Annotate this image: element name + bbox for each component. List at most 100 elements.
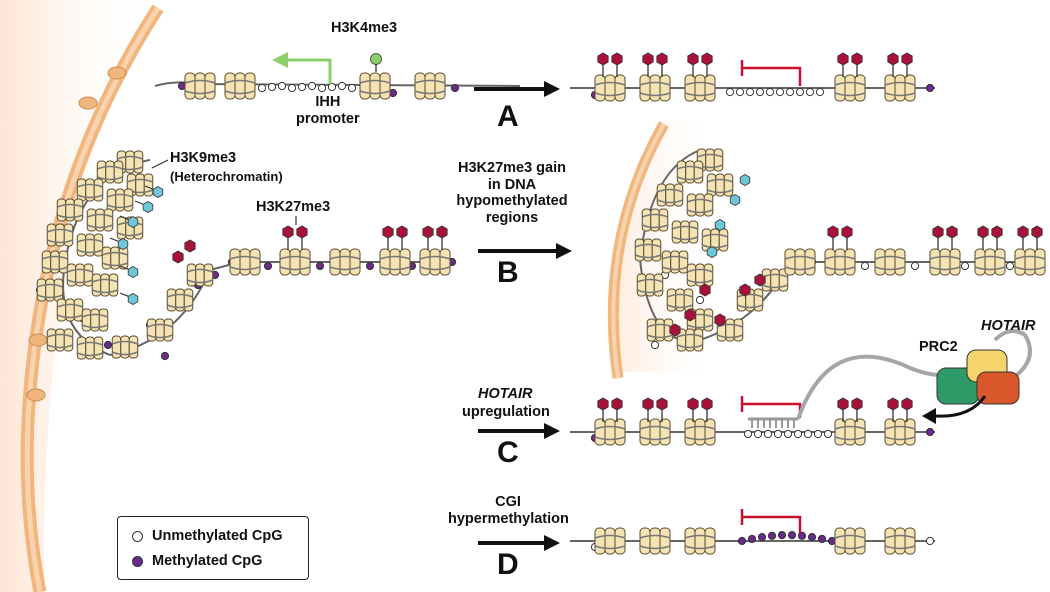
prc2-subunit-red (976, 371, 1020, 405)
heterochromatin-nucleosome-15 (56, 298, 84, 322)
row-d-cpg-m-5 (787, 530, 797, 540)
row-d-cpg-m-0 (737, 536, 747, 546)
row-a-right-k27-0-mark-1 (611, 52, 623, 66)
right-fiber-het-nucleosome-9 (661, 250, 689, 274)
row-c-nucleosome-2 (684, 418, 716, 446)
hotair-rna-tail (993, 329, 1032, 382)
left-fiber-k27-1-mark-1 (396, 225, 408, 239)
right-fiber-het-nucleosome-5 (641, 208, 669, 232)
row-a-left-nucleosome-0 (184, 72, 216, 100)
right-fiber-k27-gain-5 (754, 273, 766, 287)
row-d-cpg-m-7 (807, 533, 817, 542)
left-fiber-cpg-m-10 (103, 340, 113, 350)
row-c-k27-1-mark-0 (642, 397, 654, 411)
right-h3k9me3-mark-2 (714, 219, 726, 231)
legend-unmethylated: Unmethylated CpG (132, 528, 283, 544)
right-fiber-nucleosome-4 (974, 248, 1006, 276)
row-d-cpg-m-8 (817, 534, 827, 544)
left-fiber-k27-1-mark-0 (382, 225, 394, 239)
row-c-k27-4-mark-1 (901, 397, 913, 411)
step-b-caption: H3K27me3 gain in DNA hypomethylated regi… (456, 160, 568, 227)
row-a-right-k27-4-mark-0 (887, 52, 899, 66)
left-fiber-k27-side-0 (172, 250, 184, 264)
arrow-c-head (544, 423, 560, 439)
heterochromatin-nucleosome-5 (56, 198, 84, 222)
row-d-repression (742, 515, 802, 533)
row-a-left-cpg-u-0 (257, 83, 267, 93)
left-fiber-k27-side-1 (184, 239, 196, 253)
row-c-k27-0-mark-1 (611, 397, 623, 411)
row-c-cpg-u-4 (783, 429, 793, 439)
histone-marks-layer (109, 52, 1043, 422)
row-d-cpg-m-1 (747, 534, 757, 544)
prc2-recruit-arrow (934, 395, 987, 418)
nuclear-pore-3 (26, 388, 46, 402)
heterochromatin-nucleosome-21 (166, 288, 194, 312)
right-fiber-nucleosome-1 (824, 248, 856, 276)
row-a-right-cpg-u-9 (815, 87, 825, 97)
step-c-caption-gene: HOTAIR (478, 386, 533, 402)
right-fiber-k27-2-mark-1 (991, 225, 1003, 239)
left-fiber-k27-0-mark-0 (282, 225, 294, 239)
row-a-right-k27-1-mark-1 (656, 52, 668, 66)
heterochromatin-nucleosome-19 (111, 335, 139, 359)
right-fiber-k27-3-mark-0 (1017, 225, 1029, 239)
left-fiber-k27-0-mark-1 (296, 225, 308, 239)
nuclear-pore-1 (78, 96, 98, 110)
right-fiber-het-nucleosome-8 (634, 238, 662, 262)
step-d-letter: D (497, 548, 519, 581)
row-c-nucleosome-1 (639, 418, 671, 446)
step-b-letter: B (497, 256, 519, 289)
heterochromatin-nucleosome-6 (86, 208, 114, 232)
left-fiber-nucleosome-0 (229, 248, 261, 276)
right-fiber-k27-1-mark-0 (932, 225, 944, 239)
row-a-left-nucleosome-2 (359, 72, 391, 100)
h3k9me3-label: H3K9me3 (170, 150, 237, 166)
right-fiber-k27-gain-0 (699, 283, 711, 297)
nuclear-glow-left (0, 0, 160, 592)
row-d-cpg-m-6 (797, 531, 807, 540)
row-a-right-cpg-u-3 (755, 87, 765, 97)
right-fiber-het-nucleosome-0 (696, 148, 724, 172)
right-fiber-het-nucleosome-11 (636, 273, 664, 297)
h3k9me3-mark-0 (152, 186, 164, 198)
heterochromatin-nucleosome-17 (46, 328, 74, 352)
row-c-k27-0-mark-0 (597, 397, 609, 411)
row-a-right-cpg-u-5 (775, 87, 785, 97)
row-a-right-k27-3-mark-0 (837, 52, 849, 66)
row-c-k27-2-mark-0 (687, 397, 699, 411)
heterochromatin-nucleosome-13 (91, 273, 119, 297)
row-a-right-cpg-u-4 (765, 87, 775, 97)
row-c-cpg-u-2 (763, 429, 773, 439)
row-a-left-cpg-u-5 (307, 81, 317, 91)
row-a-right-cpg-u-0 (725, 87, 735, 97)
row-a-right-k27-2-mark-0 (687, 52, 699, 66)
row-a-left-nucleosome-1 (224, 72, 256, 100)
left-fiber-nucleosome-4 (419, 248, 451, 276)
row-a-right-nucleosome-1 (639, 74, 671, 102)
row-c-cpg-u-7 (813, 429, 823, 439)
row-c-k27-2-mark-1 (701, 397, 713, 411)
left-fiber-cpg-m-3 (365, 261, 375, 271)
right-fiber-cpg-u-7 (650, 340, 660, 350)
row-a-right-cpg-u-8 (805, 87, 815, 97)
h3k9me3-mark-2 (127, 216, 139, 228)
unmethylated-cpg-icon (132, 530, 143, 542)
row-a-right-nucleosome-3 (834, 74, 866, 102)
row-d-cpg-u-4 (925, 536, 935, 546)
heterochromatin-nucleosome-18 (76, 336, 104, 360)
left-fiber-k27-2-mark-0 (422, 225, 434, 239)
row-d-cpg-m-4 (777, 530, 787, 540)
row-d-nucleosome-0 (594, 527, 626, 555)
right-fiber-cpg-u-1 (860, 261, 870, 271)
row-d-cpg-m-3 (767, 531, 777, 540)
step-d-caption: CGI hypermethylation (448, 494, 569, 527)
h3k9me3-mark-3 (117, 238, 129, 250)
row-a-activation-arrowhead (272, 52, 288, 68)
h3k9me3-mark-1 (142, 201, 154, 213)
row-a-left-cpg-u-6 (317, 83, 327, 93)
row-a-right-k27-3-mark-1 (851, 52, 863, 66)
right-fiber-het-nucleosome-14 (646, 318, 674, 342)
row-c-k27-3-mark-0 (837, 397, 849, 411)
